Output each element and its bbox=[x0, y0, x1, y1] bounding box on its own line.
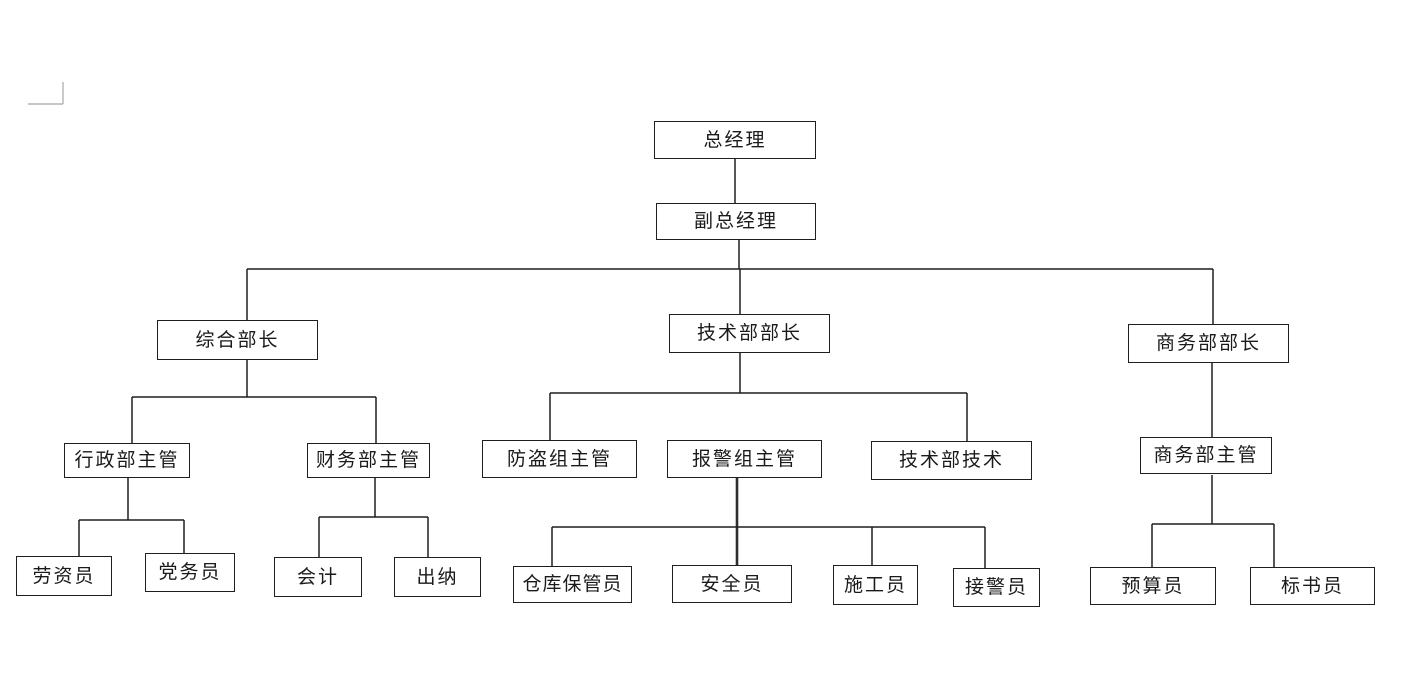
org-node-technical-dept-technician: 技术部技术 bbox=[871, 441, 1032, 480]
org-node-deputy-general-manager: 副总经理 bbox=[656, 203, 816, 240]
org-node-admin-dept-supervisor: 行政部主管 bbox=[64, 443, 190, 478]
org-node-anti-theft-group-supervisor: 防盗组主管 bbox=[482, 440, 637, 478]
org-node-cashier: 出纳 bbox=[394, 557, 481, 597]
org-node-technical-dept-chief: 技术部部长 bbox=[669, 314, 830, 353]
org-node-budget-clerk: 预算员 bbox=[1090, 567, 1216, 605]
org-node-general-affairs-chief: 综合部长 bbox=[157, 320, 318, 360]
org-node-party-affairs-clerk: 党务员 bbox=[145, 553, 235, 592]
org-node-finance-dept-supervisor: 财务部主管 bbox=[307, 443, 430, 478]
org-node-alarm-call-receiver: 接警员 bbox=[953, 568, 1040, 607]
org-node-labor-wage-clerk: 劳资员 bbox=[16, 556, 112, 596]
org-node-safety-officer: 安全员 bbox=[672, 565, 792, 603]
org-node-alarm-group-supervisor: 报警组主管 bbox=[667, 440, 822, 478]
org-node-commerce-dept-chief: 商务部部长 bbox=[1128, 324, 1289, 363]
org-node-warehouse-keeper: 仓库保管员 bbox=[513, 566, 632, 603]
org-node-commerce-dept-supervisor: 商务部主管 bbox=[1140, 437, 1272, 474]
org-node-general-manager: 总经理 bbox=[654, 121, 816, 159]
org-node-bid-document-clerk: 标书员 bbox=[1250, 567, 1375, 605]
org-node-accountant: 会计 bbox=[274, 557, 362, 597]
org-node-construction-worker: 施工员 bbox=[833, 565, 918, 605]
